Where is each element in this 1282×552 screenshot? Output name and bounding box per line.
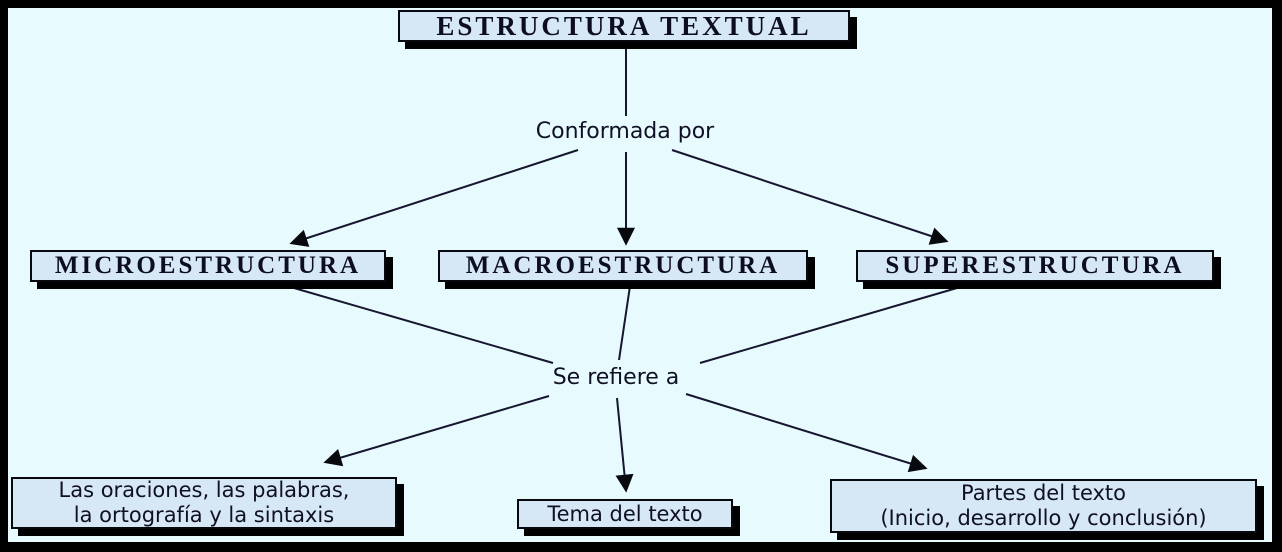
connector-macro-to-serefiere bbox=[618, 285, 631, 361]
node-estructura-textual: ESTRUCTURA TEXTUAL bbox=[398, 10, 850, 42]
connector-serefiere-to-partes bbox=[685, 393, 928, 473]
node-partes-del-texto: Partes del texto (Inicio, desarrollo y c… bbox=[830, 479, 1257, 533]
node-microestructura: MICROESTRUCTURA bbox=[30, 250, 386, 282]
node-label: SUPERESTRUCTURA bbox=[885, 252, 1185, 279]
node-label: MICROESTRUCTURA bbox=[54, 252, 362, 279]
node-label: MACROESTRUCTURA bbox=[465, 252, 781, 279]
edge-label-se-refiere-a: Se refiere a bbox=[552, 365, 680, 390]
connector-conformada-to-micro bbox=[289, 149, 579, 247]
node-label-line2: (Inicio, desarrollo y conclusión) bbox=[880, 506, 1207, 530]
node-label-line1: Las oraciones, las palabras, bbox=[58, 478, 350, 503]
node-oraciones-palabras: Las oraciones, las palabras, la ortograf… bbox=[11, 477, 397, 529]
edge-label-conformada-por: Conformada por bbox=[535, 119, 715, 144]
node-label-line2: la ortografía y la sintaxis bbox=[73, 503, 335, 527]
connector-serefiere-to-tema bbox=[615, 397, 634, 493]
node-tema-del-texto: Tema del texto bbox=[517, 499, 733, 529]
connector-conformada-to-super bbox=[671, 149, 949, 245]
node-label-line1: Partes del texto bbox=[960, 481, 1127, 506]
connector-micro-to-serefiere bbox=[286, 285, 554, 364]
connector-super-to-serefiere bbox=[699, 287, 958, 364]
node-superestructura: SUPERESTRUCTURA bbox=[856, 250, 1214, 282]
node-label: ESTRUCTURA TEXTUAL bbox=[436, 10, 812, 41]
connector-serefiere-to-oraciones bbox=[323, 395, 550, 467]
node-label: Tema del texto bbox=[547, 501, 703, 526]
node-macroestructura: MACROESTRUCTURA bbox=[438, 250, 808, 282]
